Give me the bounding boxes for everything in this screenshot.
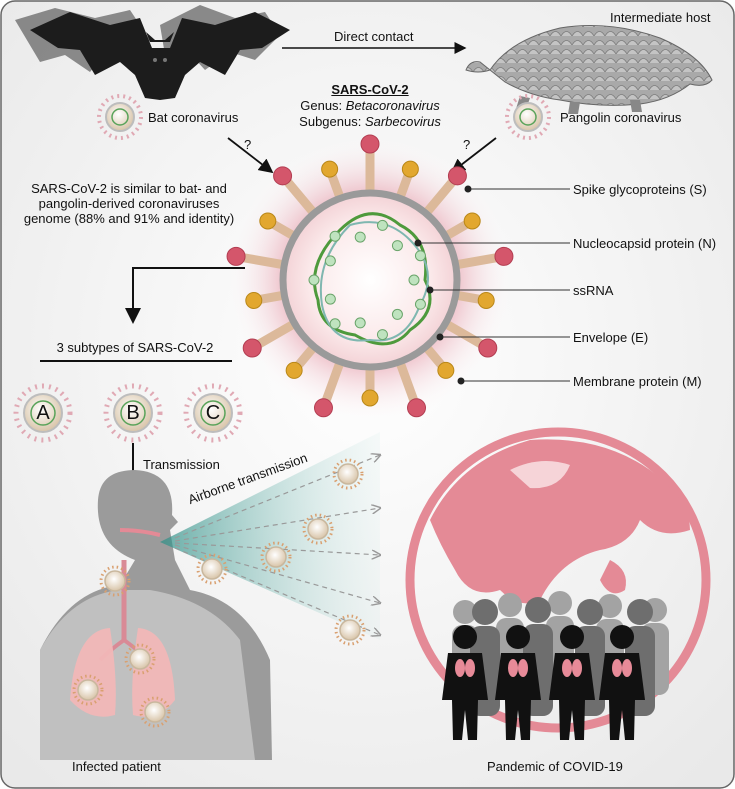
- subtype-c-letter: C: [205, 402, 221, 424]
- virion: [201, 558, 223, 580]
- pandemic-label: Pandemic of COVID-19: [487, 759, 623, 774]
- membrane-protein: [245, 291, 263, 309]
- virus-subgenus: Subgenus: Sarbecovirus: [299, 114, 441, 129]
- airborne-virions: [72, 458, 366, 728]
- question-mark-right: ?: [463, 137, 471, 152]
- infected-patient-label: Infected patient: [72, 759, 161, 774]
- bat-coronavirus-label: Bat coronavirus: [148, 110, 239, 125]
- spike-glycoprotein: [273, 166, 293, 186]
- label-ssrna: ssRNA: [573, 283, 614, 298]
- virion: [104, 570, 126, 592]
- sars-cov-2-virion: [225, 134, 515, 425]
- nucleocapsid-bead: [408, 274, 420, 286]
- subtype-rna: [200, 400, 226, 426]
- pangolin-illustration: [465, 25, 713, 114]
- nucleocapsid-bead: [324, 293, 336, 305]
- virion-spikes: [72, 674, 104, 706]
- virion: [129, 648, 151, 670]
- virus-to-subtypes-arrow: [125, 267, 245, 324]
- similarity-line-1: SARS-CoV-2 is similar to bat- and: [31, 181, 227, 196]
- spike-glycoprotein: [313, 398, 333, 418]
- subtype-virion: [113, 393, 153, 433]
- membrane-protein: [437, 361, 455, 379]
- nucleocapsid-bead: [391, 240, 403, 252]
- virion: [307, 518, 329, 540]
- pandemic-globe: [405, 427, 711, 733]
- virus-name: SARS-CoV-2: [331, 82, 409, 97]
- subtype-a-letter: A: [36, 402, 50, 424]
- label-nucleocapsid-protein: Nucleocapsid protein (N): [573, 236, 717, 251]
- nucleocapsid-bead: [414, 298, 426, 310]
- membrane-protein: [361, 389, 379, 407]
- virion-spikes: [332, 458, 364, 490]
- direct-contact-label: Direct contact: [334, 29, 414, 44]
- virion-spikes: [260, 541, 292, 573]
- component-dots: [414, 185, 472, 385]
- virion-spikes: [334, 614, 366, 646]
- subtype-b-letter: B: [126, 402, 140, 424]
- bat-coronavirus-icon: [97, 94, 143, 140]
- membrane-protein: [321, 160, 339, 178]
- membrane-protein: [463, 212, 481, 230]
- spike-glycoprotein: [494, 246, 514, 266]
- subtype-viruses: [13, 383, 243, 443]
- membrane-protein: [401, 160, 419, 178]
- nucleocapsid-bead: [414, 250, 426, 262]
- virion: [265, 546, 287, 568]
- virion-spikes: [302, 513, 334, 545]
- nucleocapsid-bead: [376, 329, 388, 341]
- nucleocapsid-bead: [354, 231, 366, 243]
- spike-glycoprotein: [242, 338, 262, 358]
- pangolin-coronavirus-icon: [505, 94, 551, 140]
- intermediate-host-label: Intermediate host: [610, 10, 711, 25]
- pangolin-coronavirus-label: Pangolin coronavirus: [560, 110, 682, 125]
- question-mark-left: ?: [244, 137, 252, 152]
- component-leaders: [418, 188, 570, 382]
- crowd-illustration: [442, 591, 669, 740]
- subtypes-title: 3 subtypes of SARS-CoV-2: [56, 340, 214, 355]
- membrane-protein: [259, 212, 277, 230]
- spike-glycoprotein: [447, 166, 467, 186]
- spike-glycoprotein: [226, 246, 246, 266]
- similarity-line-2: pangolin-derived coronaviruses: [38, 196, 220, 211]
- virus-genus: Genus: Betacoronavirus: [300, 98, 440, 113]
- subtype-rna: [30, 400, 56, 426]
- virion-spikes: [124, 643, 156, 675]
- nucleocapsid-bead: [376, 219, 388, 231]
- subtype-spikes: [183, 383, 243, 443]
- nucleocapsid-bead: [329, 318, 341, 330]
- subtype-spikes: [13, 383, 73, 443]
- membrane-protein: [285, 361, 303, 379]
- virion-spikes: [196, 553, 228, 585]
- nucleocapsid-bead: [354, 317, 366, 329]
- bat-to-virus-arrow: [227, 137, 274, 174]
- bat-illustration: [15, 5, 290, 100]
- spike-glycoprotein: [360, 134, 380, 154]
- virion: [77, 679, 99, 701]
- subtype-rna: [120, 400, 146, 426]
- spike-glycoprotein: [478, 338, 498, 358]
- nucleocapsid-bead: [324, 255, 336, 267]
- nucleocapsid-bead: [329, 230, 341, 242]
- label-membrane-protein: Membrane protein (M): [573, 374, 702, 389]
- subtype-spikes: [103, 383, 163, 443]
- nucleocapsid-bead: [391, 308, 403, 320]
- spike-glycoprotein: [407, 398, 427, 418]
- subtype-virion: [23, 393, 63, 433]
- nucleocapsid-bead: [308, 274, 320, 286]
- label-envelope: Envelope (E): [573, 330, 649, 345]
- virion: [144, 701, 166, 723]
- virion-spikes: [99, 565, 131, 597]
- label-spike-glycoproteins: Spike glycoproteins (S): [573, 182, 707, 197]
- transmission-label: Transmission: [143, 457, 220, 472]
- subtype-virion: [193, 393, 233, 433]
- virion: [339, 619, 361, 641]
- virion-spikes: [139, 696, 171, 728]
- similarity-line-3: genome (88% and 91% and identity): [23, 211, 235, 226]
- virion: [337, 463, 359, 485]
- membrane-protein: [477, 291, 495, 309]
